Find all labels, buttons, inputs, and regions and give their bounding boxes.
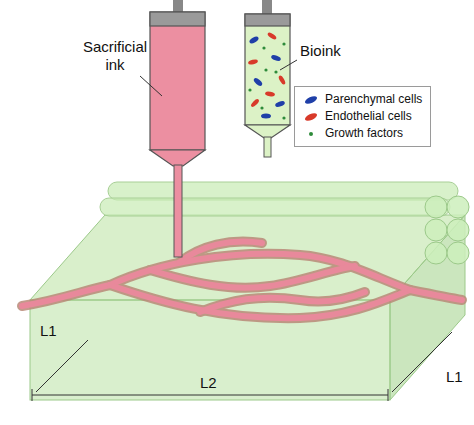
channel-outline [22, 242, 462, 319]
sacrificial-channel [22, 242, 462, 319]
legend-text: Growth factors [325, 125, 403, 142]
legend-text: Parenchymal cells [325, 91, 422, 108]
part-label: Sacrificial ink [74, 38, 156, 74]
bioink-syringe [245, 0, 290, 157]
dimension-lines [32, 332, 452, 401]
legend-text: Endothelial cells [325, 108, 412, 125]
gel-fiber [100, 198, 450, 216]
legend-row: Parenchymal cells [303, 91, 422, 108]
legend-row: Growth factors [303, 125, 422, 142]
part-label: L1 [446, 368, 470, 386]
sacrificial-syringe [150, 0, 205, 257]
part-label: L2 [200, 374, 224, 392]
legend-sample [303, 128, 319, 140]
legend-row: Endothelial cells [303, 108, 422, 125]
gel-fiber [108, 182, 458, 200]
fiber-ends [425, 196, 469, 264]
legend-box: Parenchymal cellsEndothelial cellsGrowth… [294, 86, 431, 147]
part-label: Bioink [300, 42, 360, 60]
leader-lines [140, 60, 297, 96]
part-label: L1 [40, 322, 64, 340]
legend-sample [303, 111, 319, 123]
legend-sample [303, 94, 319, 106]
